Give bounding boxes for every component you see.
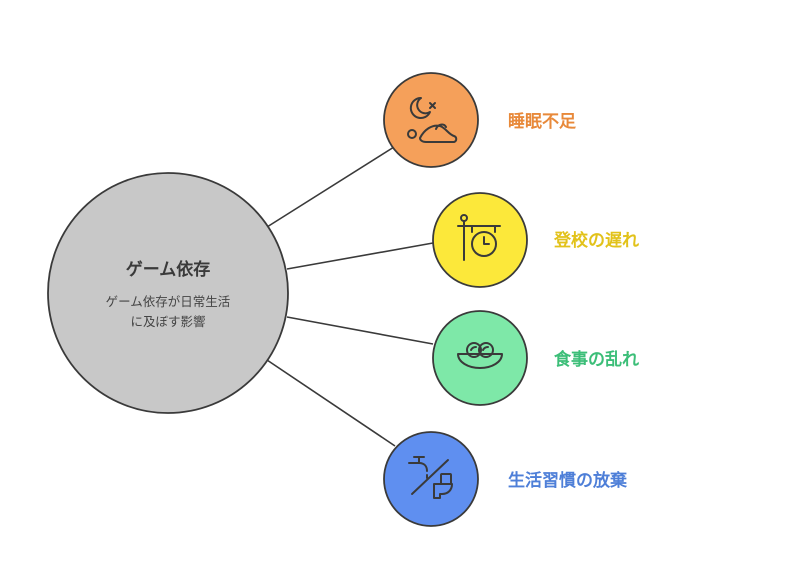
connector-meal <box>286 316 434 345</box>
meal-label: 食事の乱れ <box>554 349 639 370</box>
center-title: ゲーム依存 <box>126 259 211 280</box>
school-circle <box>432 192 528 288</box>
branch-habits: 生活習慣の放棄 <box>383 431 628 527</box>
connector-habits <box>266 359 396 447</box>
center-subtitle-line2: に及ぼす影響 <box>130 314 205 329</box>
clock-sign-icon <box>457 214 501 261</box>
habits-label: 生活習慣の放棄 <box>508 470 628 491</box>
center-circle <box>47 172 289 414</box>
school-label: 登校の遅れ <box>553 230 639 251</box>
connector-sleep <box>266 146 395 228</box>
meal-circle <box>432 310 528 406</box>
center-node: ゲーム依存 ゲーム依存が日常生活 に及ぼす影響 <box>47 172 289 414</box>
branch-school: 登校の遅れ <box>432 192 639 288</box>
connectors <box>266 146 434 447</box>
habits-circle <box>383 431 479 527</box>
center-subtitle-line1: ゲーム依存が日常生活 <box>106 294 231 309</box>
faucet-toilet-icon <box>408 456 453 499</box>
sleep-label: 睡眠不足 <box>508 111 576 132</box>
connector-school <box>286 242 434 270</box>
branch-meal: 食事の乱れ <box>432 310 639 406</box>
branch-sleep: 睡眠不足 <box>383 72 576 168</box>
sleep-icon <box>407 96 458 143</box>
sleep-circle <box>383 72 479 168</box>
food-bowl-icon <box>457 342 503 369</box>
